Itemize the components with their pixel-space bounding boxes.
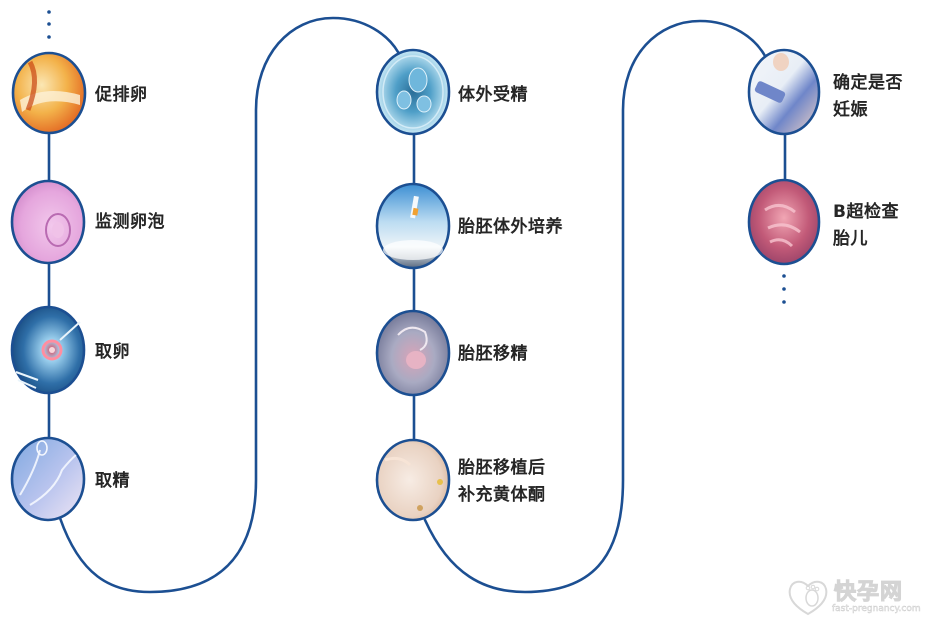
step-9-pregnancy-confirmation-image [747, 48, 821, 136]
step-9-label: 确定是否 妊娠 [833, 70, 903, 124]
step-5-in-vitro-fertilization-image [375, 48, 451, 136]
step-8-label: 胎胚移植后 补充黄体酮 [458, 455, 546, 509]
step-2-label: 监测卵泡 [95, 212, 165, 232]
step-9-label-line-1: 确定是否 [833, 73, 903, 93]
step-4-label: 取精 [95, 471, 130, 491]
ellipsis-dots-top [47, 10, 51, 39]
step-10-ultrasound-fetus-image [747, 178, 821, 266]
step-8-label-line-2: 补充黄体酮 [458, 485, 546, 505]
step-10-label-line-1: B超检查 [833, 202, 899, 222]
ellipsis-dots-bottom [782, 274, 786, 304]
step-10-label: B超检查 胎儿 [833, 199, 899, 253]
step-6-label: 胎胚体外培养 [458, 217, 563, 237]
step-3-egg-retrieval-image [10, 305, 86, 395]
step-6-embryo-culture-image [375, 182, 451, 270]
step-5-label: 体外受精 [458, 85, 528, 105]
footprint-heart-logo-icon [788, 580, 828, 616]
watermark: 快孕网 fast-pregnancy.com [786, 574, 934, 620]
watermark-text: 快孕网 [833, 580, 904, 606]
step-3-label: 取卵 [95, 342, 130, 362]
step-8-label-line-1: 胎胚移植后 [458, 458, 546, 478]
step-1-label: 促排卵 [95, 85, 148, 105]
step-9-label-line-2: 妊娠 [833, 100, 868, 120]
step-7-embryo-transfer-image [375, 309, 451, 397]
watermark-url: fast-pregnancy.com [832, 604, 921, 615]
step-7-label: 胎胚移精 [458, 344, 528, 364]
connector-line [47, 16, 787, 594]
step-4-sperm-collection-image [10, 436, 86, 522]
step-2-follicle-monitoring-image [10, 179, 86, 265]
step-1-ovulation-induction-image [11, 51, 87, 135]
step-8-progesterone-supplement-image [375, 438, 451, 522]
step-10-label-line-2: 胎儿 [833, 229, 868, 249]
